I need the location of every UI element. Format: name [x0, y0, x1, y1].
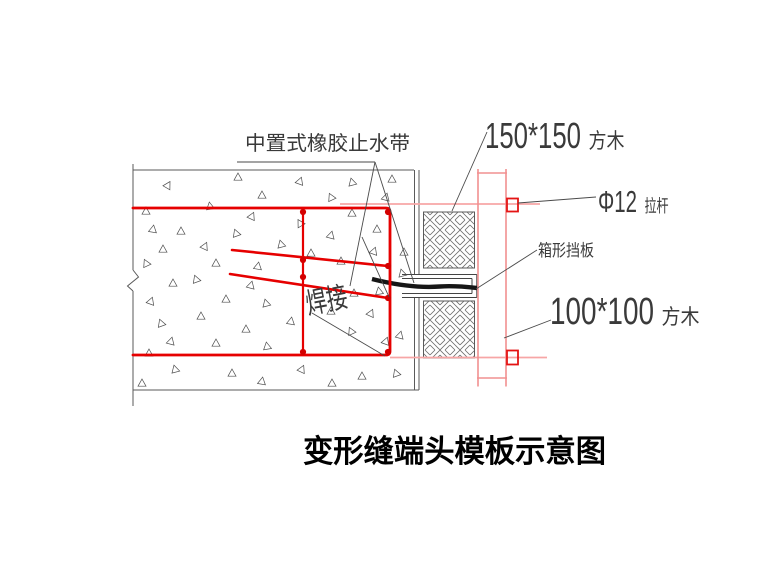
timber-block-top — [423, 211, 475, 269]
aggregate-triangle — [387, 174, 397, 183]
aggregate-triangle — [326, 306, 336, 315]
vertical-waler — [477, 169, 507, 387]
label-tie-rod-name: 拉杆 — [644, 196, 668, 216]
break-symbol — [126, 269, 140, 292]
aggregate-triangle — [165, 336, 175, 346]
label-box-baffle: 箱形挡板 — [538, 241, 594, 260]
aggregate-triangle — [357, 371, 367, 380]
aggregate-triangle — [294, 176, 304, 186]
aggregate-triangle — [233, 172, 243, 181]
aggregate-triangle — [196, 311, 206, 320]
aggregate-triangle — [380, 192, 390, 202]
tie-rod-washer-bottom — [506, 349, 519, 366]
aggregate-triangle — [257, 190, 267, 199]
label-timber-150-material: 方木 — [588, 130, 624, 153]
box-baffle — [402, 274, 478, 298]
aggregate-triangle — [285, 316, 295, 326]
aggregate-triangle — [277, 239, 287, 249]
label-timber-100: 100*100 方木 — [550, 291, 699, 333]
aggregate-triangle — [348, 177, 358, 187]
aggregate-triangle — [375, 286, 385, 296]
aggregate-triangle — [306, 248, 316, 257]
aggregate-triangle — [347, 208, 357, 217]
drawing-title: 变形缝端头模板示意图 — [303, 434, 606, 469]
leader-lines — [237, 131, 597, 357]
label-timber-150-dims: 150*150 — [485, 115, 581, 156]
aggregate-triangle — [143, 258, 152, 269]
aggregate-triangle — [245, 280, 255, 290]
aggregate-triangle — [227, 368, 237, 377]
aggregate-triangle — [262, 298, 272, 308]
aggregate-triangle — [241, 324, 251, 333]
aggregate-triangle — [263, 341, 273, 351]
aggregate-triangle — [211, 258, 221, 267]
label-timber-100-material: 方木 — [661, 306, 699, 329]
waterstop-line — [371, 276, 478, 291]
tie-rod-washer-top — [506, 197, 519, 213]
rebar-weld-dots — [299, 208, 392, 356]
end-formwork-sheet — [414, 170, 420, 390]
aggregate-triangle — [325, 230, 335, 240]
aggregate-triangle — [137, 378, 147, 387]
label-weld: 焊接 — [303, 281, 350, 321]
label-timber-100-dims: 100*100 — [550, 291, 654, 333]
aggregate-triangle — [171, 364, 181, 374]
aggregate-triangles — [137, 172, 409, 387]
aggregate-triangle — [221, 294, 231, 303]
aggregate-triangle — [157, 318, 167, 328]
aggregate-triangle — [392, 368, 402, 378]
aggregate-triangle — [211, 338, 221, 347]
label-timber-150: 150*150 方木 — [485, 115, 624, 156]
aggregate-triangle — [399, 247, 409, 256]
aggregate-triangle — [145, 296, 155, 306]
aggregate-triangle — [199, 241, 208, 252]
aggregate-triangle — [141, 206, 151, 215]
aggregate-triangle — [158, 244, 168, 253]
aggregate-triangle — [380, 336, 390, 346]
label-waterstop: 中置式橡胶止水带 — [245, 132, 410, 155]
concrete-section-outline — [132, 164, 419, 406]
aggregate-triangle — [246, 211, 255, 222]
aggregate-triangle — [176, 226, 186, 235]
label-tie-rod: Φ12 拉杆 — [598, 184, 668, 219]
aggregate-triangle — [232, 228, 242, 238]
aggregate-triangle — [372, 224, 382, 233]
aggregate-triangle — [328, 192, 337, 203]
aggregate-triangle — [398, 268, 408, 278]
aggregate-triangle — [327, 378, 337, 387]
aggregate-triangle — [296, 364, 305, 375]
aggregate-triangle — [348, 326, 357, 337]
aggregate-triangle — [256, 376, 266, 386]
aggregate-triangle — [192, 274, 202, 284]
label-tie-rod-spec: Φ12 — [598, 184, 637, 219]
aggregate-triangle — [162, 180, 171, 191]
aggregate-triangle — [252, 261, 262, 271]
aggregate-triangle — [365, 308, 374, 319]
aggregate-triangle — [297, 218, 306, 229]
aggregate-triangle — [168, 278, 178, 287]
timber-block-bottom — [423, 300, 475, 359]
aggregate-triangle — [368, 246, 378, 256]
aggregate-triangle — [147, 224, 157, 234]
aggregate-triangle — [394, 330, 404, 340]
